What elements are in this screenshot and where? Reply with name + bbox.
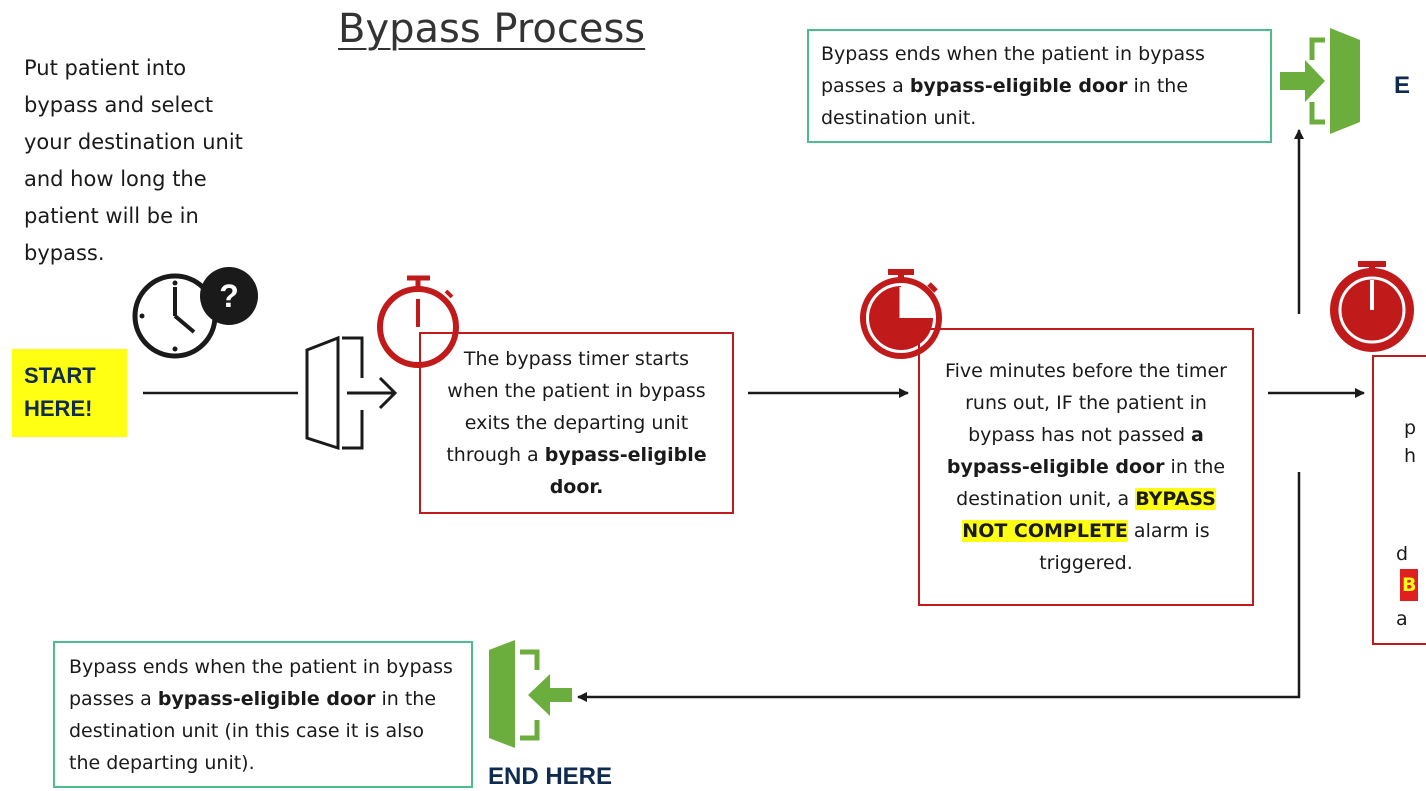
- edge-text-3: d: [1396, 543, 1409, 565]
- step2-text-a: Five minutes before the timer runs out, …: [945, 360, 1227, 446]
- end-top-box: Bypass ends when the patient in bypass p…: [807, 29, 1272, 143]
- page-title: Bypass Process: [338, 6, 646, 52]
- stopwatch-partial-icon: [860, 269, 942, 359]
- end-bottom-bold-text: bypass-eligible door: [157, 687, 376, 710]
- end-bottom-text-c: in the destination unit (in this case it…: [69, 687, 437, 774]
- edge-text-4: B: [1400, 569, 1419, 601]
- edge-text-2: h: [1404, 445, 1417, 467]
- door-enter-bottom-icon: [489, 640, 572, 748]
- step2-bold-text: a bypass-eligible door: [946, 424, 1204, 478]
- connector-down-back: [577, 472, 1301, 702]
- step-alarm-box: Five minutes before the timer runs out, …: [918, 328, 1254, 606]
- end-here-label: END HERE: [488, 763, 613, 790]
- edge-text-5: a: [1396, 608, 1408, 630]
- door-enter-icon: [1280, 28, 1360, 134]
- svg-text:?: ?: [219, 278, 239, 314]
- step-alarm-text: Five minutes before the timer runs out, …: [940, 355, 1232, 579]
- end-bottom-text: Bypass ends when the patient in bypass p…: [69, 651, 457, 779]
- end-top-bold-text: bypass-eligible door: [909, 75, 1128, 97]
- step1-bold-text: bypass-eligible door.: [544, 444, 707, 498]
- end-top-text-a: Bypass ends when the patient in bypass p…: [821, 43, 1205, 97]
- question-icon: ?: [200, 267, 258, 325]
- stopwatch-icon: [377, 275, 459, 368]
- end-bottom-text-a: Bypass ends when the patient in bypass p…: [69, 655, 453, 710]
- step1-text: The bypass timer starts when the patient…: [446, 348, 706, 466]
- edge-text-1: p: [1404, 417, 1417, 439]
- intro-text: Put patient into bypass and select your …: [24, 56, 243, 265]
- step2-text-d: alarm is triggered.: [1039, 520, 1210, 574]
- start-label-line1: START: [24, 363, 96, 388]
- step2-text-c: in the destination unit, a: [956, 456, 1226, 510]
- end-top-text: Bypass ends when the patient in bypass p…: [821, 38, 1258, 134]
- end-top-text-c: in the destination unit.: [821, 75, 1189, 129]
- stopwatch-full-icon: [1330, 261, 1414, 352]
- end-bottom-box: Bypass ends when the patient in bypass p…: [53, 641, 473, 788]
- door-exit-icon: [305, 335, 398, 451]
- step-timer-start-box: The bypass timer starts when the patient…: [419, 332, 734, 514]
- start-badge: START HERE!: [12, 349, 127, 437]
- step-timer-start-text: The bypass timer starts when the patient…: [437, 343, 716, 503]
- edge-end-label: E: [1394, 72, 1411, 99]
- start-label-line2: HERE!: [24, 396, 93, 421]
- edge-step-box: [1372, 355, 1426, 645]
